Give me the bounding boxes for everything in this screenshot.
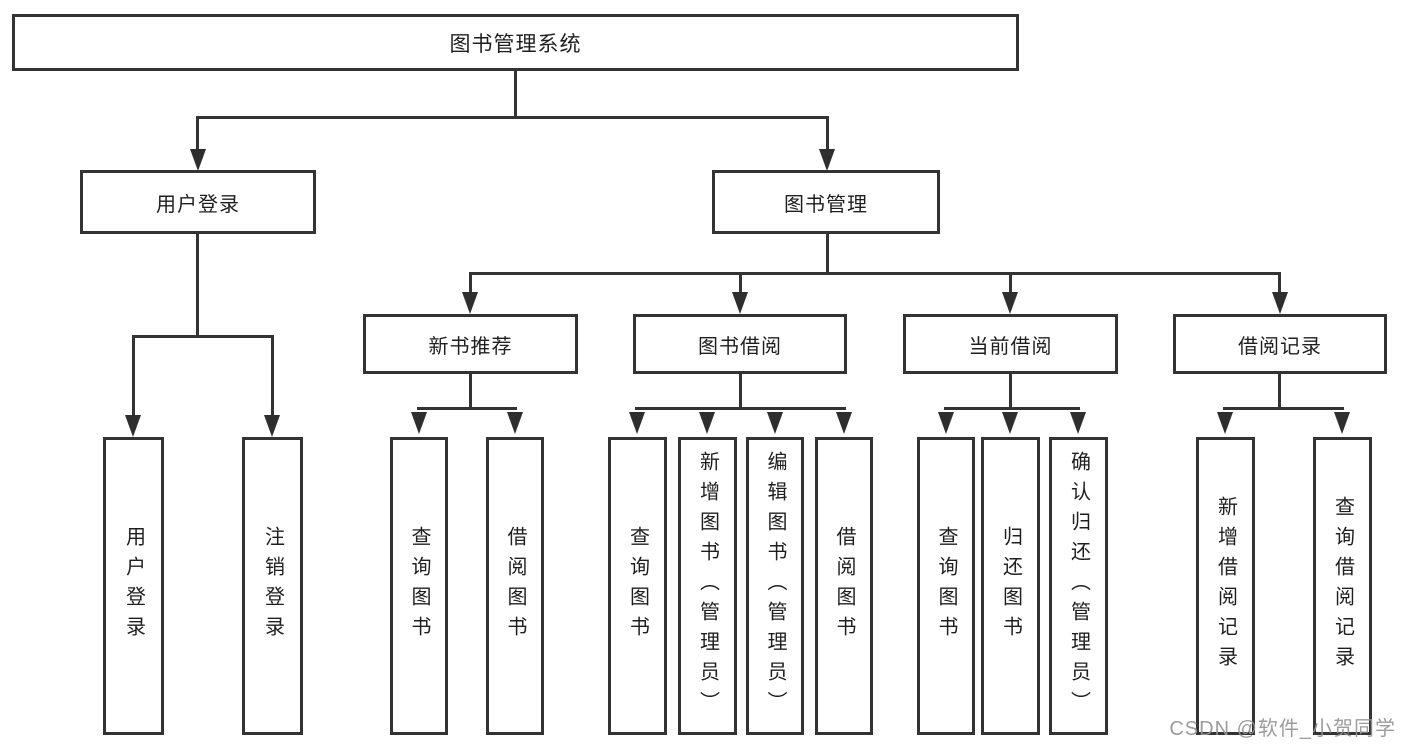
node-root: 图书管理系统 bbox=[12, 14, 1019, 71]
arrow-down-icon bbox=[190, 149, 206, 171]
node-book-borrow-label: 图书借阅 bbox=[698, 335, 782, 358]
leaf-nbr-query-books-label: 查询图书 bbox=[408, 526, 430, 646]
connector-line bbox=[196, 234, 199, 337]
leaf-br-add-record-label: 新增借阅记录 bbox=[1214, 496, 1237, 676]
arrow-down-icon bbox=[1070, 412, 1086, 434]
arrow-down-icon bbox=[732, 292, 748, 314]
arrow-down-icon bbox=[836, 412, 852, 434]
leaf-cb-return-books-label: 归还图书 bbox=[999, 526, 1022, 646]
connector-line bbox=[739, 374, 742, 410]
arrow-down-icon bbox=[1334, 412, 1350, 434]
node-book-management-label: 图书管理 bbox=[784, 193, 868, 216]
leaf-user-login: 用户登录 bbox=[103, 437, 164, 735]
node-book-borrow: 图书借阅 bbox=[633, 314, 847, 374]
leaf-nbr-borrow-books: 借阅图书 bbox=[486, 437, 544, 735]
leaf-bb-edit-books-admin-label: 编辑图书（管理员） bbox=[764, 451, 786, 721]
connector-line bbox=[1009, 374, 1012, 410]
leaf-cb-confirm-return-admin: 确认归还（管理员） bbox=[1049, 437, 1108, 735]
arrow-down-icon bbox=[411, 412, 427, 434]
arrow-down-icon bbox=[1272, 292, 1288, 314]
connector-line bbox=[469, 374, 472, 410]
leaf-bb-borrow-books: 借阅图书 bbox=[815, 437, 873, 735]
leaf-br-query-record-label: 查询借阅记录 bbox=[1331, 496, 1354, 676]
leaf-bb-add-books-admin: 新增图书（管理员） bbox=[678, 437, 737, 735]
connector-line bbox=[944, 407, 1080, 410]
leaf-cb-return-books: 归还图书 bbox=[981, 437, 1040, 735]
node-user-login-label: 用户登录 bbox=[156, 193, 240, 216]
arrow-down-icon bbox=[462, 292, 478, 314]
connector-line bbox=[826, 119, 829, 151]
connector-line bbox=[1278, 374, 1281, 410]
node-borrow-records: 借阅记录 bbox=[1173, 314, 1387, 374]
node-borrow-records-label: 借阅记录 bbox=[1238, 335, 1322, 358]
arrow-down-icon bbox=[767, 412, 783, 434]
leaf-cb-query-books: 查询图书 bbox=[917, 437, 975, 735]
connector-line bbox=[1009, 275, 1012, 293]
arrow-down-icon bbox=[1002, 292, 1018, 314]
arrow-down-icon bbox=[507, 412, 523, 434]
arrow-down-icon bbox=[629, 412, 645, 434]
node-new-book-recommend: 新书推荐 bbox=[363, 314, 578, 374]
leaf-bb-query-books: 查询图书 bbox=[608, 437, 667, 735]
connector-line bbox=[514, 71, 517, 118]
node-root-label: 图书管理系统 bbox=[449, 32, 582, 56]
connector-line bbox=[132, 335, 274, 338]
connector-line bbox=[826, 234, 829, 274]
connector-line bbox=[469, 275, 472, 293]
leaf-bb-query-books-label: 查询图书 bbox=[626, 526, 649, 646]
leaf-bb-borrow-books-label: 借阅图书 bbox=[833, 526, 855, 646]
leaf-logout: 注销登录 bbox=[242, 437, 303, 735]
connector-line bbox=[1278, 275, 1281, 293]
connector-line bbox=[196, 119, 199, 151]
connector-line bbox=[271, 338, 274, 416]
arrow-down-icon bbox=[1002, 412, 1018, 434]
node-new-book-recommend-label: 新书推荐 bbox=[428, 335, 513, 358]
connector-line bbox=[196, 116, 829, 119]
node-current-borrow-label: 当前借阅 bbox=[968, 335, 1053, 358]
leaf-cb-confirm-return-admin-label: 确认归还（管理员） bbox=[1067, 451, 1090, 721]
arrow-down-icon bbox=[699, 412, 715, 434]
leaf-user-login-label: 用户登录 bbox=[122, 526, 145, 646]
leaf-bb-edit-books-admin: 编辑图书（管理员） bbox=[746, 437, 804, 735]
node-user-login: 用户登录 bbox=[80, 170, 316, 234]
csdn-watermark: CSDN @软件_小贺同学 bbox=[1169, 718, 1396, 740]
arrow-down-icon bbox=[264, 415, 280, 437]
leaf-cb-query-books-label: 查询图书 bbox=[935, 526, 957, 646]
connector-line bbox=[1223, 407, 1344, 410]
leaf-nbr-borrow-books-label: 借阅图书 bbox=[504, 526, 526, 646]
connector-line bbox=[132, 338, 135, 416]
leaf-logout-label: 注销登录 bbox=[261, 526, 284, 646]
node-book-management: 图书管理 bbox=[712, 170, 940, 234]
leaf-br-add-record: 新增借阅记录 bbox=[1196, 437, 1255, 735]
arrow-down-icon bbox=[819, 149, 835, 171]
node-current-borrow: 当前借阅 bbox=[903, 314, 1118, 374]
connector-line bbox=[739, 275, 742, 293]
connector-line bbox=[635, 407, 846, 410]
connector-line bbox=[417, 407, 517, 410]
leaf-bb-add-books-admin-label: 新增图书（管理员） bbox=[696, 451, 719, 721]
arrow-down-icon bbox=[938, 412, 954, 434]
arrow-down-icon bbox=[125, 415, 141, 437]
leaf-nbr-query-books: 查询图书 bbox=[390, 437, 448, 735]
arrow-down-icon bbox=[1217, 412, 1233, 434]
connector-line bbox=[469, 272, 1281, 275]
leaf-br-query-record: 查询借阅记录 bbox=[1313, 437, 1372, 735]
